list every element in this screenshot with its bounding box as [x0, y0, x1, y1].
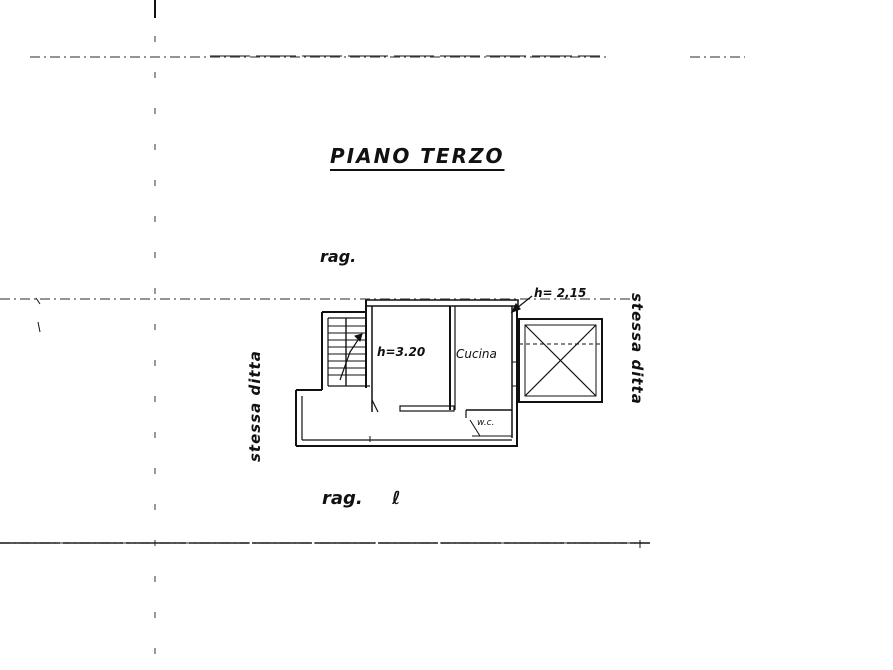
- partition-end: [371, 399, 379, 413]
- kitchen-window: [511, 361, 518, 387]
- room-bottom-partition: [399, 405, 455, 412]
- terrace-height-label: h= 2,15: [534, 286, 587, 300]
- side-left-label: stessa ditta: [246, 350, 264, 462]
- terrace-outline: [518, 318, 603, 403]
- kitchen-label: Cucina: [456, 347, 497, 361]
- wc-door-swing: [469, 419, 481, 437]
- height-leader: [510, 295, 533, 314]
- neighbor-bottom-label: rag.: [322, 488, 363, 509]
- wc-label: w.c.: [477, 418, 495, 428]
- top-wall: [365, 299, 519, 307]
- neighbor-top-label: rag.: [320, 247, 357, 266]
- neighbor-bottom-suffix: ℓ: [392, 488, 401, 509]
- plan-title: PIANO TERZO: [330, 144, 505, 168]
- scan-marks: [35, 297, 641, 548]
- staircase-treads: [328, 318, 366, 386]
- terrace: [518, 318, 603, 403]
- building-walls: [295, 299, 519, 447]
- terrace-inner: [524, 324, 597, 397]
- terrace-cross-2: [524, 324, 597, 397]
- side-right-label: stessa ditta: [628, 293, 646, 405]
- room-height-label: h=3.20: [377, 345, 426, 359]
